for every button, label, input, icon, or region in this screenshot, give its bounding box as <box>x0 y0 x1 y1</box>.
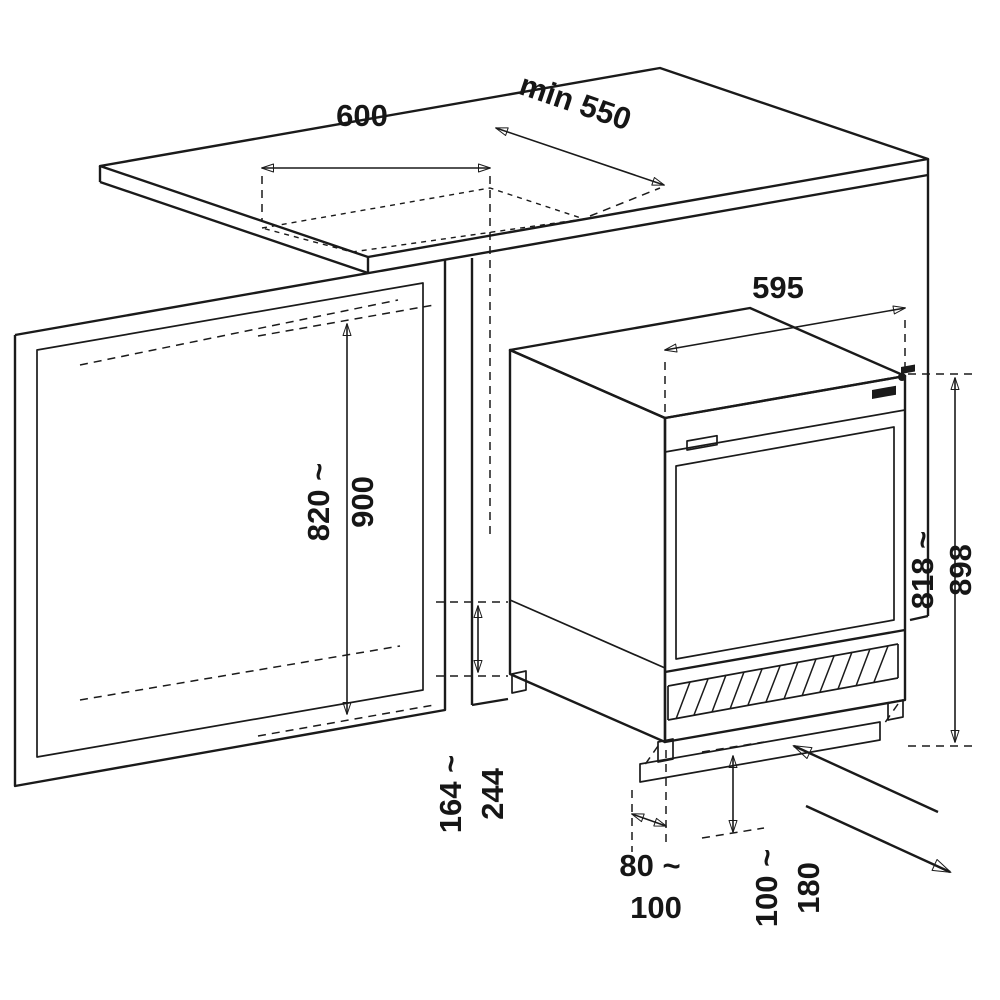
niche-opening <box>470 175 930 707</box>
dim-base-clearance-max-label: 244 <box>475 767 510 819</box>
dim-niche-depth: min 550 <box>495 67 665 217</box>
dim-plinth-height: 100 ~ 180 <box>701 741 826 927</box>
countertop <box>14 66 930 337</box>
hidden-floor-edge <box>79 645 401 701</box>
appliance-side-face <box>508 348 667 744</box>
dim-niche-width: 600 <box>261 98 491 540</box>
door-panel <box>675 426 895 660</box>
dim-plinth-height-min-label: 100 ~ <box>749 849 784 927</box>
front-right-foot <box>887 699 904 721</box>
left-cabinet <box>13 259 447 788</box>
appliance-base-line <box>509 599 666 669</box>
ventilation-grille <box>667 643 899 721</box>
dim-plinth-recess-min-label: 80 ~ <box>619 848 680 883</box>
hinge-icon <box>872 385 896 399</box>
slide-in-arrow-icon <box>792 744 939 814</box>
slide-direction-arrows <box>792 744 952 874</box>
dim-niche-height-max-label: 900 <box>345 476 380 528</box>
dim-appliance-height-min-label: 818 ~ <box>905 531 940 609</box>
control-badge <box>686 434 718 451</box>
dim-base-clearance-min-label: 164 ~ <box>433 755 468 833</box>
dim-base-clearance: 164 ~ 244 <box>433 601 510 833</box>
door-bottom-edge <box>664 628 906 674</box>
plinth-panel <box>639 703 899 783</box>
dim-plinth-height-max-label: 180 <box>791 862 826 914</box>
hinge-bracket-icon <box>901 364 915 374</box>
niche-footprint <box>261 187 585 253</box>
dim-appliance-width: 595 <box>664 270 906 412</box>
dim-plinth-recess: 80 ~ 100 <box>619 750 682 925</box>
slide-out-arrow-icon <box>805 804 952 874</box>
dim-niche-height-min-label: 820 ~ <box>301 463 336 541</box>
hidden-top-edge <box>79 299 399 366</box>
appliance <box>508 306 915 783</box>
hinge-pin-icon <box>898 373 906 381</box>
rear-foot <box>511 670 527 694</box>
dim-plinth-recess-max-label: 100 <box>630 890 682 925</box>
top-band-line <box>664 409 906 453</box>
dim-niche-height: 820 ~ 900 <box>257 304 435 737</box>
dim-niche-depth-label: min 550 <box>515 67 636 137</box>
dim-appliance-height: 818 ~ 898 <box>905 373 978 747</box>
appliance-front-face <box>663 374 907 744</box>
dim-appliance-height-max-label: 898 <box>943 544 978 596</box>
dim-appliance-width-label: 595 <box>752 270 804 305</box>
cabinet-front-top-edge <box>14 173 929 337</box>
dim-niche-width-label: 600 <box>336 98 388 133</box>
appliance-top-face <box>508 306 907 420</box>
